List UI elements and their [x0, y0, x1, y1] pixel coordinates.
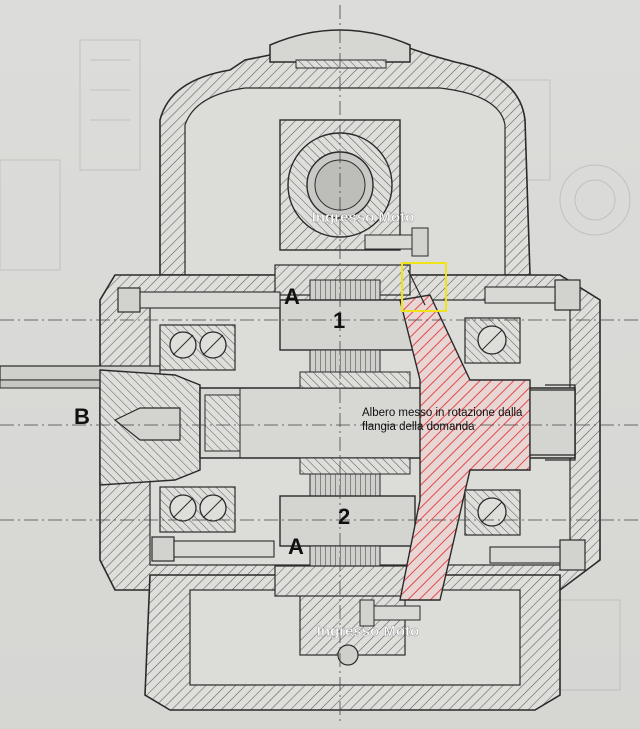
- label-gear-2: 2: [338, 504, 350, 529]
- screw-top-input: [364, 227, 429, 257]
- screw-bottom-input: [359, 599, 421, 627]
- label-shaft-note-2: flangia della domanda: [362, 421, 475, 433]
- right-shaft-end: [529, 389, 576, 456]
- right-bearing-lower: [464, 489, 521, 536]
- top-cover-rim: [295, 59, 387, 69]
- gear-1-assembly: [274, 264, 416, 389]
- highlight-box: [401, 262, 447, 312]
- right-bearing-upper: [464, 317, 521, 364]
- gear-2-assembly: [274, 457, 416, 597]
- bolt-lower-right: [489, 539, 586, 571]
- label-input-bottom: Ingresso Moto: [317, 623, 420, 640]
- center-lines: [0, 5, 640, 725]
- red-flange: [399, 294, 531, 601]
- bolt-upper-left: [117, 287, 281, 313]
- bolt-upper-right: [484, 279, 581, 311]
- label-marker-b: B: [74, 404, 90, 429]
- label-input-top: Ingresso Moto: [312, 209, 415, 226]
- top-cover: [269, 29, 411, 63]
- left-bearing-upper: [159, 324, 236, 371]
- label-marker-a-bottom: A: [288, 534, 304, 559]
- left-bearing-lower: [159, 486, 236, 533]
- bolt-lower-left: [151, 536, 275, 562]
- label-marker-a-top: A: [284, 284, 300, 309]
- lower-boss: [299, 594, 406, 656]
- label-gear-1: 1: [333, 308, 345, 333]
- label-shaft-note-1: Albero messo in rotazione dalla: [362, 407, 523, 419]
